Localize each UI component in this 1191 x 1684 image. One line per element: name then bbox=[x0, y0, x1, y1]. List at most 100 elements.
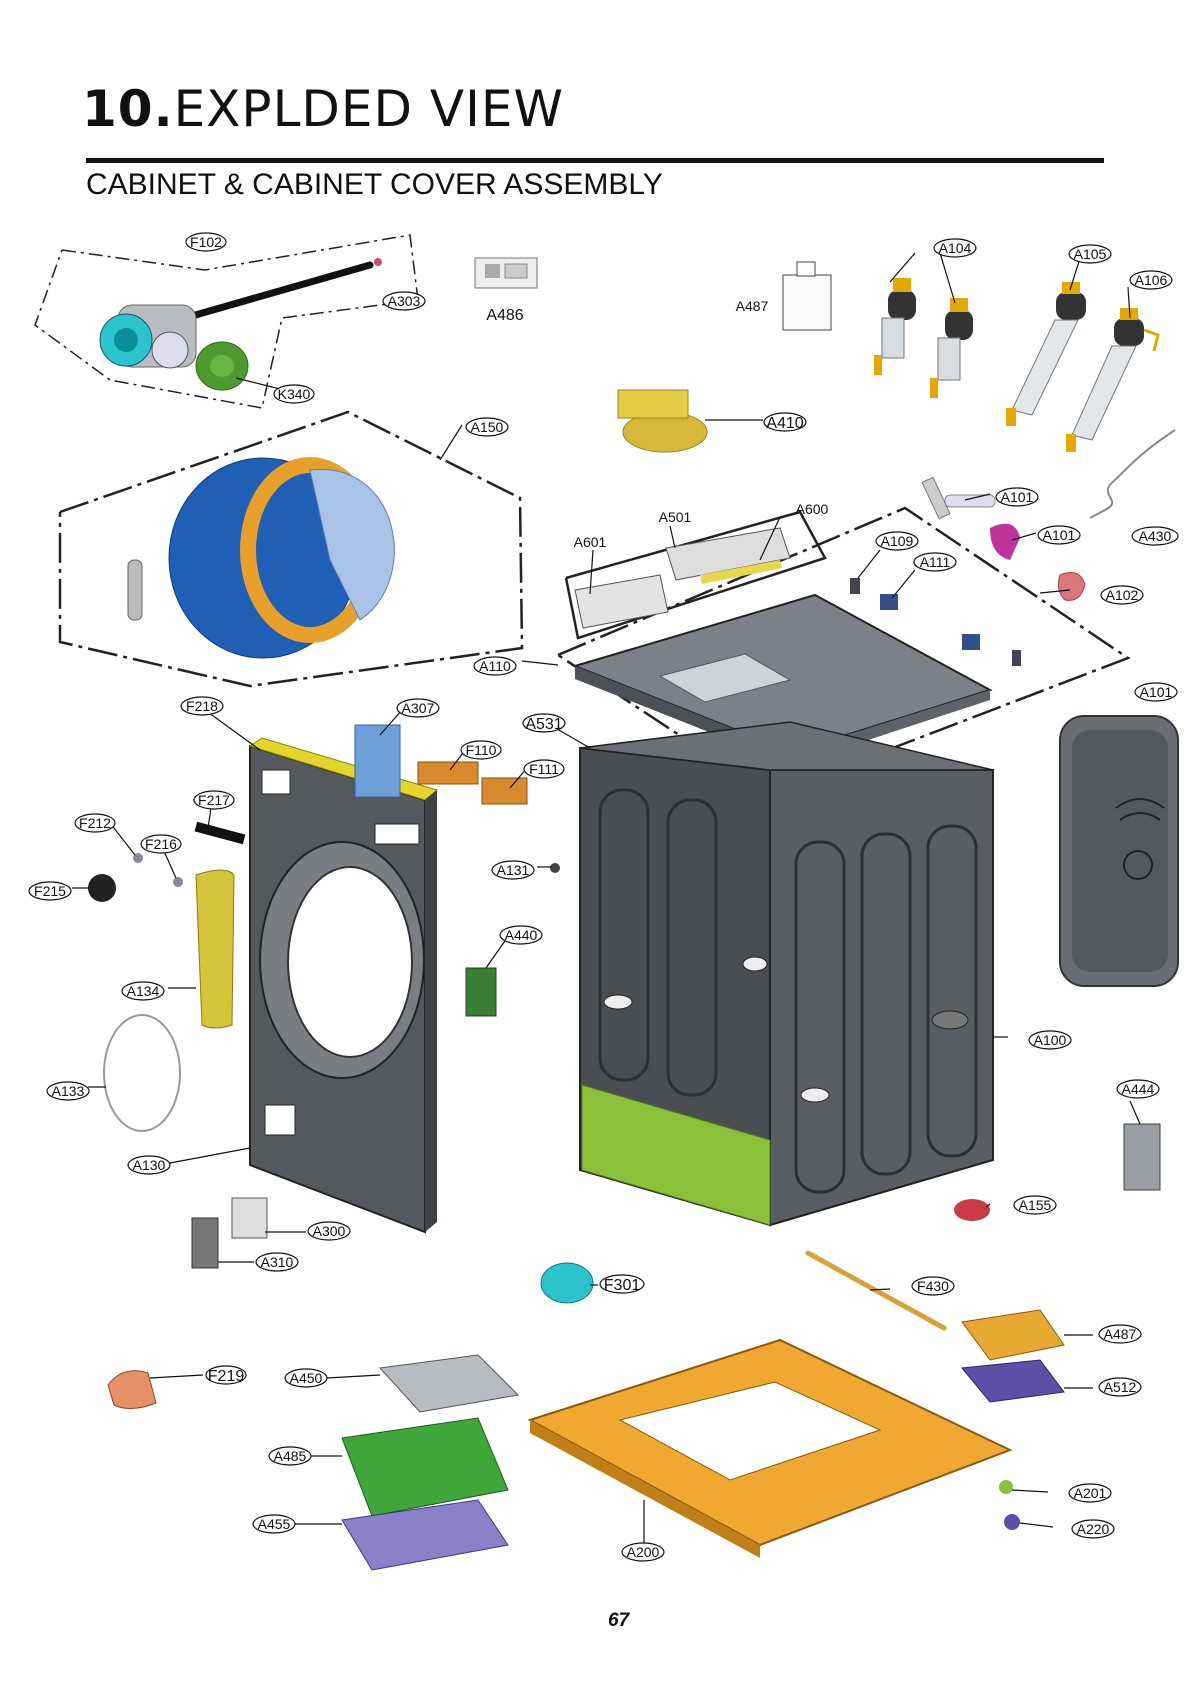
callout-F110: F110 bbox=[466, 742, 497, 758]
callout-F215: F215 bbox=[34, 883, 66, 899]
assembly-subtitle: CABINET & CABINET COVER ASSEMBLY bbox=[86, 168, 663, 201]
section-title-text: EXPLDED VIEW bbox=[173, 80, 564, 138]
button-f212 bbox=[133, 853, 143, 863]
pcb-group-outline bbox=[564, 510, 827, 640]
clip-f219 bbox=[107, 1370, 157, 1409]
power-cord-a430 bbox=[1089, 429, 1176, 519]
bracket-a111 bbox=[880, 594, 898, 610]
handle-a134 bbox=[195, 869, 235, 1029]
callout-A450: A450 bbox=[290, 1370, 323, 1386]
callout-F219: F219 bbox=[208, 1368, 245, 1385]
knob-f215 bbox=[88, 874, 116, 902]
callout-A201: A201 bbox=[1074, 1485, 1107, 1501]
callout-A486: A486 bbox=[486, 307, 523, 324]
dispenser-a450 bbox=[378, 1354, 520, 1413]
hinge-part-a101 bbox=[921, 476, 996, 520]
callout-A104: A104 bbox=[939, 240, 972, 256]
inlet-valve-a104-2 bbox=[930, 298, 973, 398]
callout-A501: A501 bbox=[659, 509, 692, 525]
section-number: 10. bbox=[82, 80, 174, 138]
callout-A155: A155 bbox=[1019, 1197, 1052, 1213]
inlet-valve-a104-1 bbox=[874, 278, 916, 375]
callout-A303: A303 bbox=[388, 293, 421, 309]
inlet-valve-a105 bbox=[1006, 282, 1086, 426]
pcb-a487-bottom bbox=[961, 1309, 1065, 1361]
callout-A444: A444 bbox=[1122, 1081, 1155, 1097]
door-group-outline bbox=[58, 410, 524, 688]
pcb-a440 bbox=[465, 967, 497, 1017]
callout-A130: A130 bbox=[133, 1157, 166, 1173]
callout-A101-b: A101 bbox=[1043, 527, 1076, 543]
cabinet-body-a100 bbox=[579, 721, 994, 1227]
callout-A455: A455 bbox=[258, 1516, 291, 1532]
sensor-housing-part bbox=[474, 257, 538, 289]
callout-A410: A410 bbox=[766, 415, 803, 432]
callout-A101-c: A101 bbox=[1140, 684, 1173, 700]
sensor-a155 bbox=[954, 1199, 990, 1221]
inlet-valve-a106 bbox=[1066, 308, 1160, 452]
callout-bubbles bbox=[28, 232, 1179, 1562]
callout-F111: F111 bbox=[529, 761, 559, 777]
callout-A150: A150 bbox=[471, 419, 504, 435]
callout-A101-a: A101 bbox=[1001, 489, 1034, 505]
foot-a201 bbox=[999, 1480, 1013, 1494]
callout-A487-top: A487 bbox=[736, 298, 769, 314]
lever-f217 bbox=[194, 821, 246, 845]
button-f216 bbox=[173, 877, 183, 887]
bracket-a109-b bbox=[1012, 650, 1021, 666]
callout-A109: A109 bbox=[881, 533, 914, 549]
callout-A131: A131 bbox=[497, 862, 530, 878]
callout-F301: F301 bbox=[604, 1277, 641, 1294]
callout-F217: F217 bbox=[198, 792, 230, 808]
callout-A487-bottom: A487 bbox=[1104, 1326, 1137, 1342]
main-pcb-part bbox=[665, 527, 791, 584]
callout-A600: A600 bbox=[796, 501, 829, 517]
callout-F102: F102 bbox=[190, 234, 222, 250]
callout-A220: A220 bbox=[1077, 1521, 1110, 1537]
callout-A105: A105 bbox=[1074, 246, 1107, 262]
callout-F218: F218 bbox=[186, 698, 218, 714]
callout-A102: A102 bbox=[1106, 587, 1139, 603]
drain-pump-assembly bbox=[99, 258, 382, 391]
rear-service-cover-a101 bbox=[1059, 715, 1179, 987]
callout-A307: A307 bbox=[402, 700, 435, 716]
callout-A111: A111 bbox=[920, 554, 951, 570]
door-assembly bbox=[127, 457, 395, 659]
callout-F430: F430 bbox=[917, 1278, 949, 1294]
callout-A531: A531 bbox=[525, 716, 562, 733]
callout-A134: A134 bbox=[127, 983, 160, 999]
callout-K340: K340 bbox=[278, 386, 311, 402]
page-number: 67 bbox=[608, 1610, 630, 1631]
bracket-a111-b bbox=[962, 634, 980, 650]
callout-A310: A310 bbox=[261, 1254, 294, 1270]
bracket-a109 bbox=[850, 578, 860, 594]
ring-a133 bbox=[103, 1014, 181, 1132]
callout-F212: F212 bbox=[79, 815, 111, 831]
tray-a455 bbox=[341, 1499, 509, 1571]
leader-lines bbox=[72, 252, 1141, 1548]
frame-f111 bbox=[481, 777, 528, 805]
foot-a220 bbox=[1004, 1514, 1020, 1530]
clip-magenta-a101 bbox=[990, 523, 1020, 560]
callout-labels: F102 A303 A486 A487 A104 A105 A106 K340 … bbox=[34, 234, 1173, 1560]
callout-A440: A440 bbox=[505, 927, 538, 943]
callout-A430: A430 bbox=[1139, 528, 1172, 544]
sensor-a131 bbox=[550, 863, 560, 873]
base-frame-a200 bbox=[527, 1338, 1013, 1558]
pressure-switch-part bbox=[617, 389, 708, 453]
bracket-a300 bbox=[231, 1197, 268, 1239]
bracket-a444 bbox=[1123, 1123, 1161, 1191]
knob-a102 bbox=[1057, 572, 1086, 601]
callout-A512: A512 bbox=[1104, 1379, 1137, 1395]
section-title: 10.EXPLDED VIEW bbox=[82, 80, 564, 138]
cover-a310 bbox=[191, 1217, 219, 1269]
pcb-case-part bbox=[574, 574, 669, 629]
pump-cap-f301 bbox=[540, 1262, 594, 1304]
callout-A200: A200 bbox=[627, 1544, 660, 1560]
tray-a512 bbox=[961, 1359, 1065, 1403]
noise-filter-part bbox=[782, 261, 832, 331]
callout-A601: A601 bbox=[574, 534, 607, 550]
callout-A133: A133 bbox=[52, 1083, 85, 1099]
callout-A300: A300 bbox=[313, 1223, 346, 1239]
